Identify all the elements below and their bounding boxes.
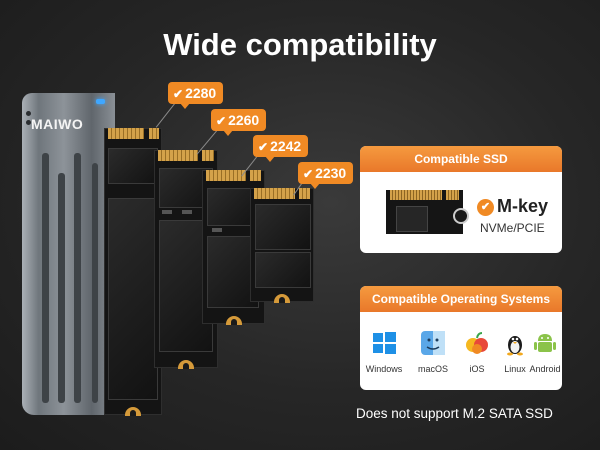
check-icon: ✔: [173, 87, 184, 101]
ssd-2230: [250, 188, 314, 303]
gold-contacts: [299, 188, 310, 199]
os-item-android: Android: [523, 330, 562, 374]
gold-contacts: [206, 170, 246, 181]
size-badge-2242: ✔2242: [253, 135, 309, 162]
enclosure-vent-dot: [26, 120, 31, 125]
page-title: Wide compatibility: [163, 27, 437, 62]
macos-icon: [420, 330, 446, 356]
badge-leader-line: [155, 103, 175, 128]
android-icon: [532, 330, 558, 356]
screw-notch: [125, 407, 141, 416]
ios-icon: [464, 330, 490, 356]
ssd-enclosure: MAIWO: [22, 93, 115, 415]
gold-contacts: [108, 128, 144, 139]
linux-icon: [502, 330, 528, 356]
controller-chip: [108, 148, 158, 184]
enclosure-groove: [42, 153, 49, 403]
m-key-label: M-key: [497, 196, 549, 216]
brand-logo: MAIWO: [31, 116, 84, 132]
os-list: Windows macOS: [360, 330, 562, 390]
enclosure-groove: [92, 163, 98, 403]
smd-component: [182, 210, 192, 214]
compatible-os-header: Compatible Operating Systems: [360, 286, 562, 312]
size-badge-2230: ✔2230: [298, 162, 354, 189]
gold-contacts: [254, 188, 295, 199]
check-icon: ✔: [303, 167, 314, 181]
sata-not-supported-note: Does not support M.2 SATA SSD: [356, 406, 553, 421]
compatible-os-panel: Compatible Operating Systems Windows: [360, 286, 562, 390]
enclosure-groove: [58, 173, 65, 403]
os-item-windows: Windows: [362, 330, 406, 374]
activity-led: [96, 99, 105, 104]
windows-icon: [371, 330, 397, 356]
size-badge-2280: ✔2280: [168, 82, 224, 109]
gold-contacts: [202, 150, 214, 161]
size-badge-2260: ✔2260: [211, 109, 267, 136]
check-circle-icon: ✔: [477, 199, 494, 216]
os-item-macos: macOS: [411, 330, 455, 374]
screw-notch: [274, 294, 290, 303]
m-key-ssd-image: [386, 190, 469, 234]
gold-contacts: [250, 170, 261, 181]
protocol-label: NVMe/PCIE: [480, 221, 545, 235]
check-icon: ✔: [216, 114, 227, 128]
controller-chip: [255, 204, 311, 250]
screw-notch: [226, 316, 242, 325]
screw-notch: [178, 360, 194, 369]
smd-component: [212, 228, 222, 232]
gold-contacts: [158, 150, 198, 161]
compatible-ssd-panel: Compatible SSD ✔ M-key NVMe/PCIE: [360, 146, 562, 253]
nand-chip: [255, 252, 311, 288]
check-icon: ✔: [258, 140, 269, 154]
nand-chip: [108, 198, 158, 400]
smd-component: [162, 210, 172, 214]
enclosure-groove: [74, 153, 81, 403]
os-item-linux: Linux: [493, 330, 537, 374]
os-item-ios: iOS: [455, 330, 499, 374]
gold-contacts: [149, 128, 159, 139]
enclosure-vent-dot: [26, 111, 31, 116]
compatible-ssd-header: Compatible SSD: [360, 146, 562, 172]
